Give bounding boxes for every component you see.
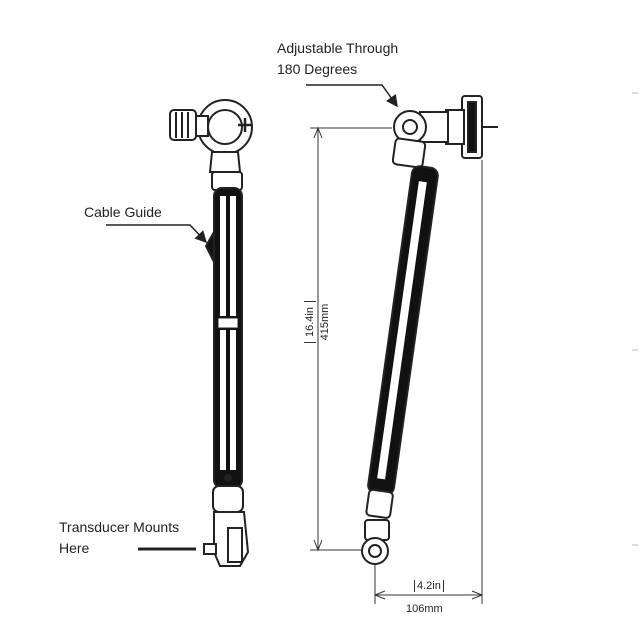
transducer-label-line1: Transducer Mounts bbox=[59, 519, 180, 535]
cable-guide-leader bbox=[106, 224, 208, 244]
width-dimension bbox=[373, 160, 484, 604]
front-shaft bbox=[213, 187, 243, 489]
width-inches-value: 4.2in bbox=[417, 580, 441, 592]
cable-guide-label: Cable Guide bbox=[84, 204, 162, 220]
height-dimension bbox=[310, 126, 392, 552]
width-mm-label: 106mm bbox=[406, 603, 443, 615]
front-cable-guide bbox=[204, 228, 215, 263]
adjustable-label-line1: Adjustable Through bbox=[277, 40, 399, 56]
front-view-arm bbox=[169, 99, 253, 567]
height-mm-value: 415mm bbox=[319, 303, 331, 341]
adjustable-label-line2: 180 Degrees bbox=[277, 61, 358, 77]
height-inches-value: 16.4in bbox=[304, 307, 316, 337]
side-view-arm bbox=[361, 95, 498, 565]
adjustable-leader bbox=[306, 84, 398, 108]
height-mm-label: 415mm bbox=[319, 297, 331, 347]
width-inches-label: 4.2in bbox=[414, 580, 444, 592]
transducer-label-line2: Here bbox=[59, 540, 90, 556]
height-inches-label: 16.4in bbox=[304, 301, 316, 343]
